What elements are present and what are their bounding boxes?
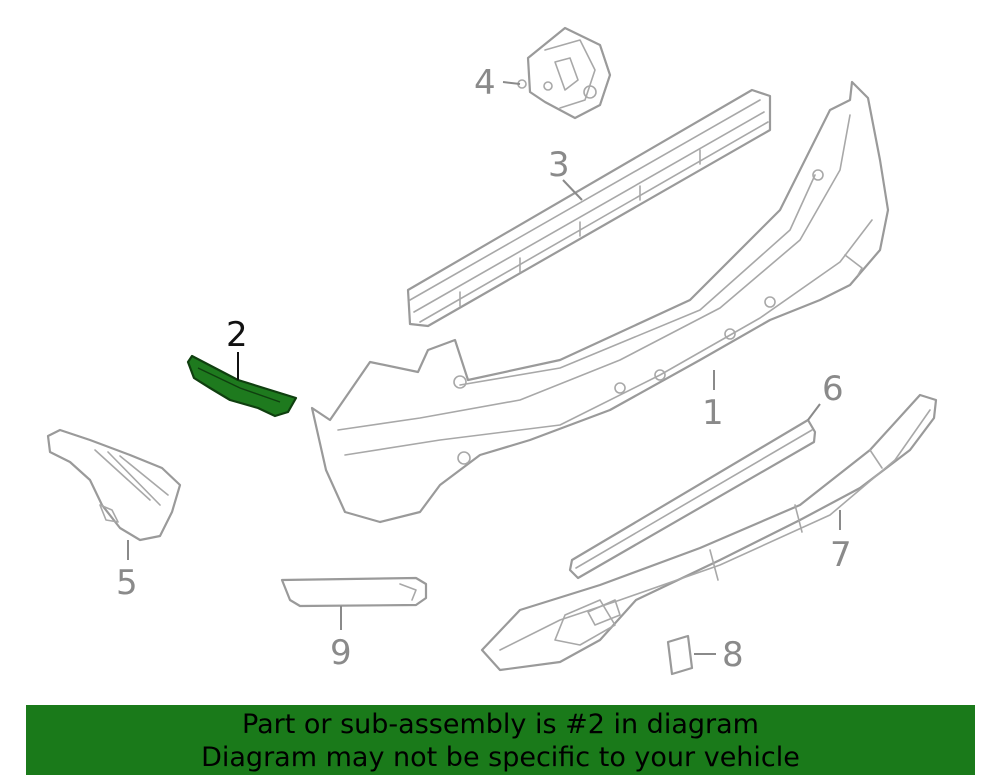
callout-9: 9 — [330, 633, 352, 673]
banner-line-1: Part or sub-assembly is #2 in diagram — [242, 709, 759, 740]
callout-4: 4 — [474, 63, 496, 103]
callout-2: 2 — [226, 315, 248, 355]
callout-1: 1 — [702, 393, 724, 433]
part-4-bracket[interactable] — [517, 26, 612, 120]
parts-diagram: 4 3 1 2 5 6 7 8 9 — [46, 26, 938, 676]
part-8-cap[interactable] — [666, 634, 694, 676]
callout-5: 5 — [116, 563, 138, 603]
leader-lines — [127, 81, 841, 655]
callout-3: 3 — [548, 145, 570, 185]
part-7-lower-valance[interactable] — [480, 393, 938, 672]
part-9-reflector[interactable] — [280, 576, 428, 608]
callout-6: 6 — [822, 369, 844, 409]
part-3-impact-bar[interactable] — [406, 88, 772, 328]
info-banner: Part or sub-assembly is #2 in diagram Di… — [26, 705, 975, 775]
part-2-bracket[interactable] — [186, 354, 298, 418]
banner-line-2: Diagram may not be specific to your vehi… — [201, 742, 800, 773]
part-1-bumper-cover[interactable] — [310, 80, 890, 524]
part-5-corner-bracket[interactable] — [46, 428, 182, 542]
callout-7: 7 — [830, 535, 852, 575]
callout-8: 8 — [722, 635, 744, 675]
